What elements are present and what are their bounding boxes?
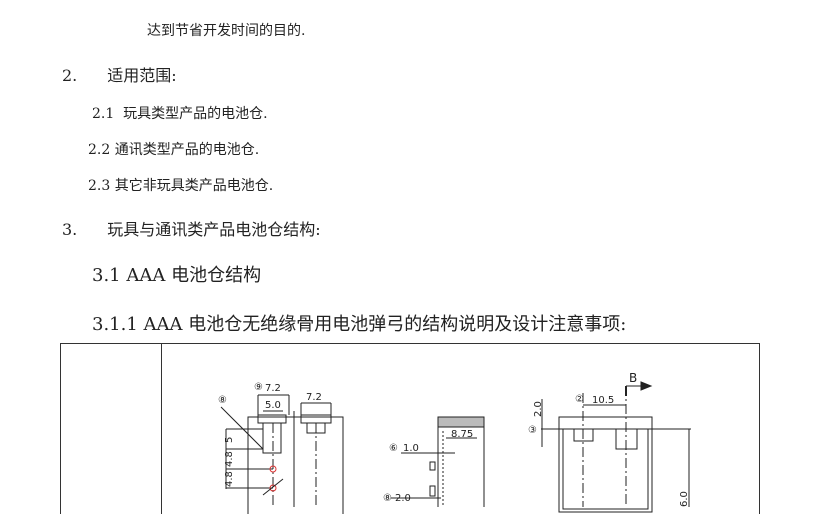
scope-item-2: 2.2 通讯类型产品的电池仓. xyxy=(88,139,259,159)
intro-text-tail: 达到节省开发时间的目的. xyxy=(147,23,306,39)
dim-4-8b: 4.8 xyxy=(224,471,235,487)
drawing-table: ⑧ ⑨ 7.2 5.0 7.2 5 4.8 4.8 8.75 ⑥ 1.0 ⑧ 2… xyxy=(60,343,760,514)
dim-7-2b: 7.2 xyxy=(306,392,322,403)
section-title: 玩具与通讯类产品电池仓结构: xyxy=(107,220,321,239)
item-number: 2.1 xyxy=(92,106,115,122)
callout-8b: ⑧ xyxy=(383,493,392,504)
dim-7-2: 7.2 xyxy=(265,383,281,394)
dim-5: 5 xyxy=(224,437,235,443)
item-number: 2.2 xyxy=(88,142,111,158)
table-divider xyxy=(161,344,162,514)
dim-2-0: 2.0 xyxy=(395,493,411,504)
callout-3: ③ xyxy=(528,425,537,436)
front-view xyxy=(220,394,344,514)
dim-2-0b: 2.0 xyxy=(533,401,544,417)
dim-6-0: 6.0 xyxy=(679,491,690,507)
section-number: 2. xyxy=(62,66,78,85)
callout-2: ② xyxy=(575,394,584,405)
scope-item-1: 2.1 玩具类型产品的电池仓. xyxy=(92,103,268,123)
item-text: 玩具类型产品的电池仓. xyxy=(123,106,268,122)
dim-5-0: 5.0 xyxy=(265,400,281,411)
section-3-1-1-heading: 3.1.1 AAA 电池仓无绝缘骨用电池弹弓的结构说明及设计注意事项: xyxy=(92,314,627,335)
dim-8-75: 8.75 xyxy=(451,429,473,440)
dim-4-8: 4.8 xyxy=(224,451,235,467)
section-title: 适用范围: xyxy=(107,66,177,85)
callout-6: ⑥ xyxy=(389,443,398,454)
item-text: 其它非玩具类产品电池仓. xyxy=(114,178,274,194)
section-3-heading: 3. 玩具与通讯类产品电池仓结构: xyxy=(62,216,321,240)
section-2-heading: 2. 适用范围: xyxy=(62,62,177,86)
dim-1-0: 1.0 xyxy=(403,443,419,454)
section-marker-b: B xyxy=(629,371,637,385)
top-view xyxy=(541,381,691,513)
item-number: 2.3 xyxy=(88,178,111,194)
battery-compartment-drawing: ⑧ ⑨ 7.2 5.0 7.2 5 4.8 4.8 8.75 ⑥ 1.0 ⑧ 2… xyxy=(218,371,691,514)
dim-10-5: 10.5 xyxy=(592,395,614,406)
item-text: 通讯类型产品的电池仓. xyxy=(114,142,260,158)
scope-item-3: 2.3 其它非玩具类产品电池仓. xyxy=(88,175,273,195)
side-view xyxy=(391,416,485,507)
section-3-1-heading: 3.1 AAA 电池仓结构 xyxy=(92,265,262,286)
callout-8: ⑧ xyxy=(218,395,227,406)
section-number: 3. xyxy=(62,220,78,239)
callout-9: ⑨ xyxy=(254,382,263,393)
